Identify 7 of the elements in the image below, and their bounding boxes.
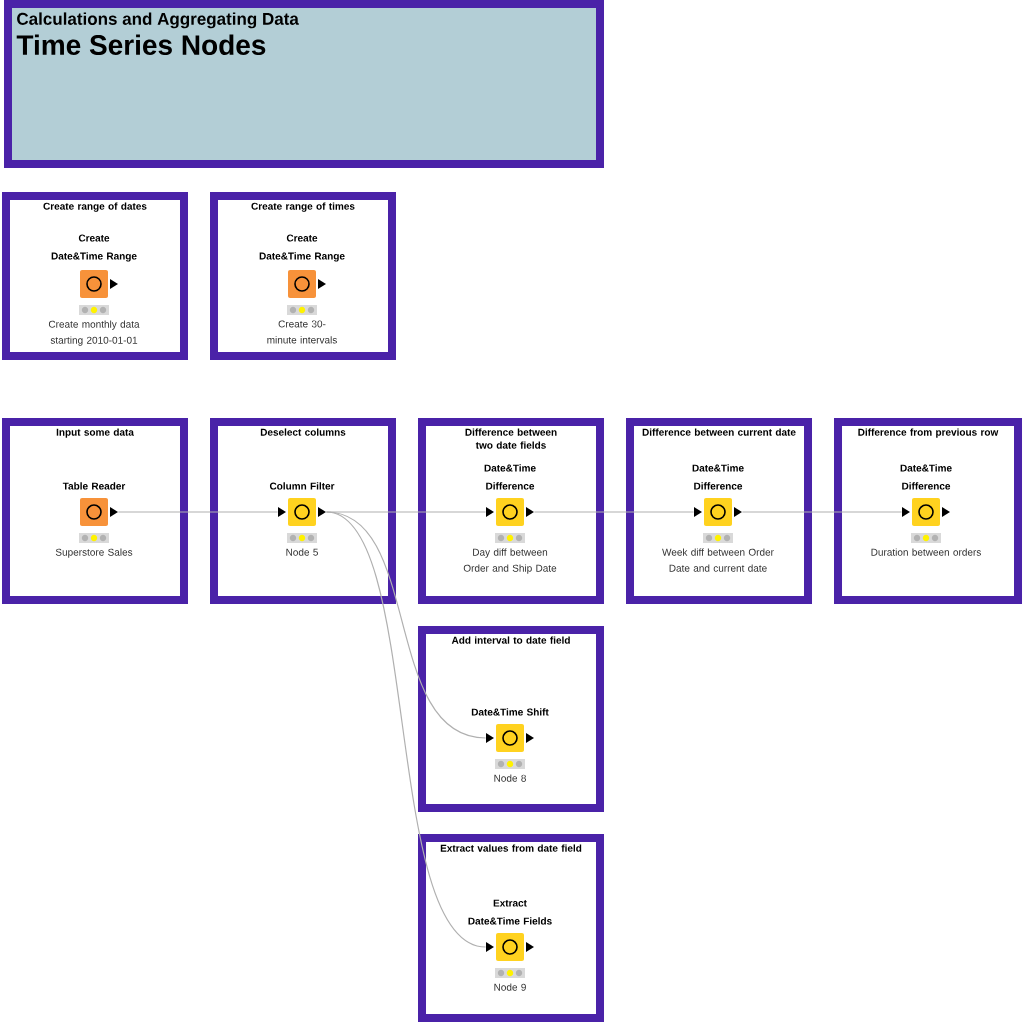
connector (741, 511, 903, 513)
connector (325, 511, 487, 513)
title: Time Series Nodes (16, 34, 266, 55)
connector (117, 511, 279, 513)
subtitle: Calculations and Aggregating Data (17, 12, 299, 29)
connector (533, 511, 695, 513)
connector (325, 511, 487, 948)
